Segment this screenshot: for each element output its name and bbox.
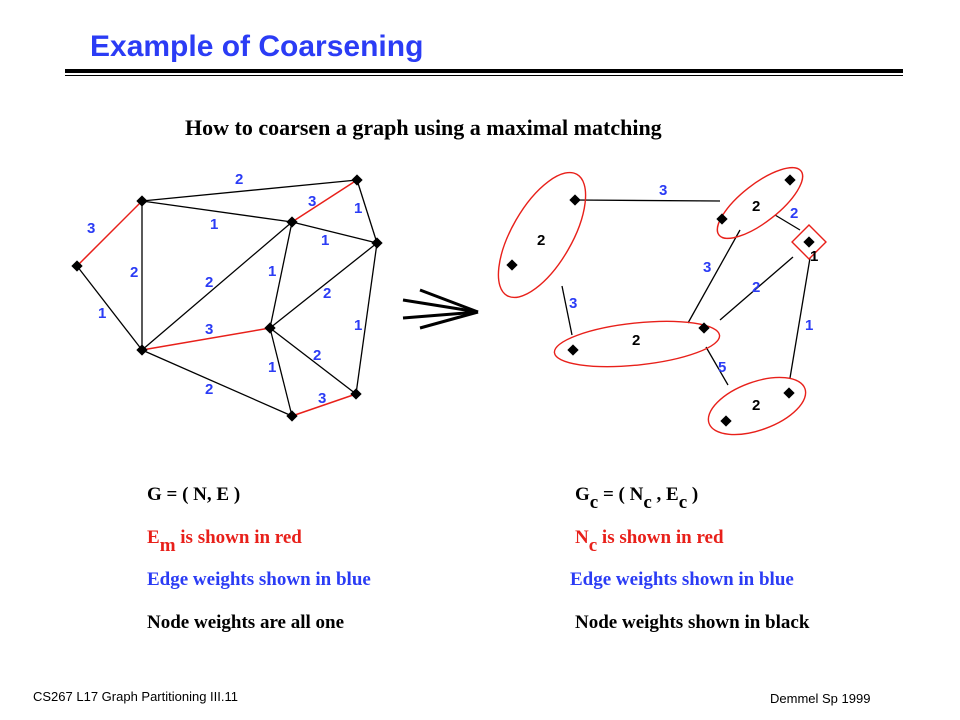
- edge-weight: 2: [752, 279, 760, 296]
- footer-author: Demmel Sp 1999: [770, 691, 871, 706]
- edge-weight: 1: [210, 216, 218, 233]
- footer-course: CS267 L17 Graph Partitioning III.11: [33, 689, 238, 704]
- matched-edge: [291, 179, 358, 223]
- legend-left-node-weights: Node weights are all one: [147, 612, 345, 633]
- edge-weight: 3: [87, 220, 95, 237]
- edge: [574, 199, 721, 202]
- edge-weight: 1: [98, 305, 106, 322]
- edge-weight: 3: [659, 182, 667, 199]
- edge-weight: 3: [318, 390, 326, 407]
- matched-edge: [141, 327, 271, 351]
- edge: [269, 327, 293, 417]
- edge-weight: 3: [205, 321, 213, 338]
- coarse-node: [497, 171, 587, 299]
- node: [783, 387, 795, 399]
- node: [720, 415, 732, 427]
- title-rule-thin: [65, 75, 903, 76]
- edge: [356, 179, 378, 244]
- edge: [561, 285, 573, 336]
- node: [286, 410, 298, 422]
- node-weight: 2: [752, 198, 760, 215]
- node: [286, 216, 298, 228]
- matched-edge: [76, 200, 143, 267]
- left-graph-edges: [76, 179, 378, 417]
- edge: [141, 221, 293, 351]
- edge: [705, 346, 729, 386]
- edge: [76, 265, 143, 351]
- edge: [291, 221, 378, 244]
- edge: [269, 242, 378, 329]
- edge-weight: 2: [130, 264, 138, 281]
- legend-right-coarse-nodes: Nc is shown in red: [575, 527, 724, 556]
- right-graph-nodes: [506, 174, 815, 427]
- legend-left-graph-def: G = ( N, E ): [147, 484, 241, 505]
- edge: [141, 200, 293, 223]
- edge: [141, 179, 358, 202]
- title-rule: [65, 69, 903, 73]
- edge-weight: 3: [569, 295, 577, 312]
- node: [784, 174, 796, 186]
- edge-weight: 5: [718, 359, 726, 376]
- node: [371, 237, 383, 249]
- node-weight: 2: [752, 397, 760, 414]
- edge-weight: 1: [268, 359, 276, 376]
- edge: [141, 349, 293, 417]
- slide-title: Example of Coarsening: [90, 30, 424, 63]
- edge-weight: 3: [308, 193, 316, 210]
- left-graph-nodes: [71, 174, 383, 422]
- node: [803, 236, 815, 248]
- left-graph-matched-edges: [76, 179, 358, 417]
- legend-right-graph-def: Gc = ( Nc , Ec ): [575, 484, 699, 513]
- right-graph-weights: 3 2 3 3 2 1 5: [569, 182, 813, 376]
- coarse-node: [553, 320, 721, 368]
- node: [350, 388, 362, 400]
- edge-weight: 1: [805, 317, 813, 334]
- edge-weight: 3: [703, 259, 711, 276]
- edge-weight: 1: [354, 317, 362, 334]
- edge-weight: 2: [235, 171, 243, 188]
- diagram-subtitle: How to coarsen a graph using a maximal m…: [185, 115, 662, 140]
- legend-left-matching: Em is shown in red: [147, 527, 302, 556]
- node: [716, 213, 728, 225]
- node: [351, 174, 363, 186]
- node: [698, 322, 710, 334]
- node: [506, 259, 518, 271]
- edge-weight: 1: [354, 200, 362, 217]
- edge-weight: 1: [321, 232, 329, 249]
- node: [136, 344, 148, 356]
- edge: [269, 327, 357, 395]
- right-graph-coarse-nodes: [497, 166, 827, 436]
- edge: [719, 256, 794, 321]
- edge-weight: 2: [205, 274, 213, 291]
- edge: [687, 229, 741, 324]
- node-weight: 1: [810, 248, 818, 265]
- coarse-node: [791, 224, 827, 260]
- node-weight: 2: [632, 332, 640, 349]
- node: [569, 194, 581, 206]
- legend-left-edge-weights: Edge weights shown in blue: [147, 569, 371, 590]
- node-weight: 2: [537, 232, 545, 249]
- edge-weight: 2: [205, 381, 213, 398]
- matched-edge: [291, 393, 357, 417]
- coarse-node: [707, 376, 807, 436]
- node: [136, 195, 148, 207]
- edge: [269, 221, 293, 329]
- edge: [789, 257, 811, 379]
- right-graph-edges: [561, 199, 811, 386]
- legend-right-edge-weights: Edge weights shown in blue: [570, 569, 794, 590]
- edge: [355, 242, 378, 395]
- legend-right-node-weights: Node weights shown in black: [575, 612, 810, 633]
- coarse-node: [716, 166, 804, 240]
- edge-weight: 2: [323, 285, 331, 302]
- node: [264, 322, 276, 334]
- right-graph-node-weights: 2 2 2 2 1: [537, 198, 818, 414]
- transform-arrow: [402, 288, 479, 330]
- node: [567, 344, 579, 356]
- edge-weight: 2: [790, 205, 798, 222]
- edge: [774, 214, 801, 231]
- left-graph-weights: 2 3 1 1 3 1 1 2 2 1 2 1 3 1 2 2 1 3: [87, 171, 362, 407]
- edge-weight: 2: [313, 347, 321, 364]
- edge-weight: 1: [268, 263, 276, 280]
